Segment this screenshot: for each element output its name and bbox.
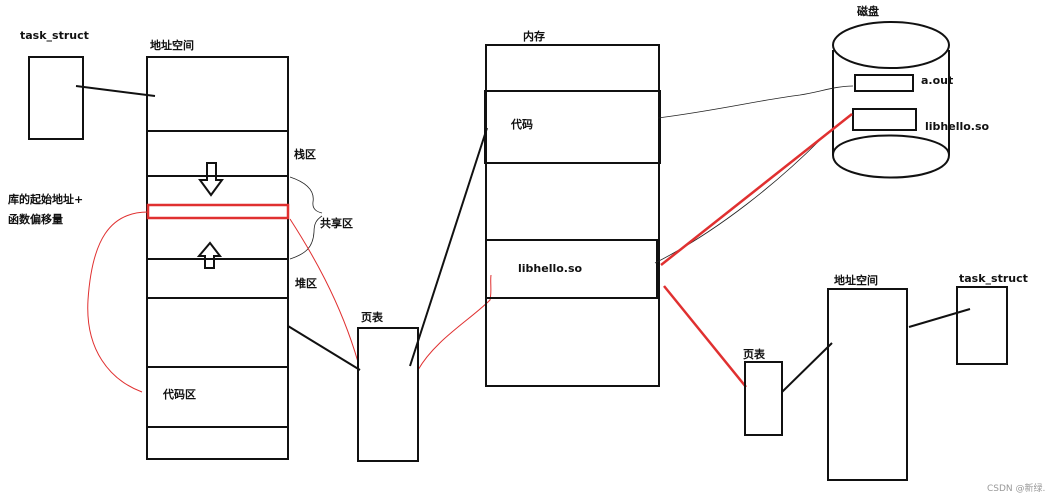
mem-code-box [484,90,661,164]
addr-space-right-box [827,288,908,481]
page-table-right-box [744,361,783,436]
code-region-box [146,366,289,428]
addr-space-left-label: 地址空间 [150,38,194,52]
heap-region-box [146,258,289,299]
disk-aout-label: a.out [921,74,953,87]
addr-to-pagetable-line [287,325,361,371]
disk-cylinder-body [832,50,950,155]
memlib-to-disklib-redline [660,113,853,266]
mem-lib-box [485,239,658,299]
lib-offset-label-1: 库的起始地址+ [8,192,83,206]
heap-label: 堆区 [295,276,317,290]
disk-cylinder-top [832,21,950,69]
disk-cylinder-bottom [832,134,951,179]
memory-label: 内存 [523,29,545,43]
page-table-left-box [357,327,419,462]
stack-label: 栈区 [294,147,316,161]
heap-up-arrow-icon [196,241,223,269]
stack-down-arrow-icon [198,162,224,197]
pagetable-to-memlib-redcurve [417,274,492,371]
addr-space-right-label: 地址空间 [834,273,878,287]
shared-label: 共享区 [320,216,353,230]
page-table-left-label: 页表 [361,310,384,324]
memory-box [485,44,660,387]
task-struct-left-box [28,56,84,140]
disk-lib-box [852,108,917,131]
mem-lib-label: libhello.so [518,262,583,275]
code-to-shared-redcurve [87,211,149,393]
code-region-label: 代码区 [162,387,196,401]
memlib-to-pagetable-right-redline [663,285,747,388]
disk-label: 磁盘 [857,4,879,18]
task-to-addr-left-line [75,85,156,97]
addr-to-task-right-line [908,308,971,328]
pagetable-to-memcode-line [409,127,488,367]
shared-region-highlight [146,203,290,220]
disk-lib-label: libhello.so [925,120,990,133]
shared-to-pagetable-redcurve [289,218,359,363]
memcode-to-aout-line [657,85,854,119]
shared-brace [289,176,323,260]
lib-offset-label-2: 函数偏移量 [8,212,63,226]
pagetable-to-addr-right-line [781,342,833,393]
task-struct-right-box [956,286,1008,365]
mem-code-label: 代码 [510,117,533,131]
task-struct-left-label: task_struct [20,29,89,42]
task-struct-right-label: task_struct [959,272,1028,285]
disk-aout-box [854,74,914,92]
page-table-right-label: 页表 [743,347,766,361]
watermark: CSDN @新绿. [987,482,1045,494]
